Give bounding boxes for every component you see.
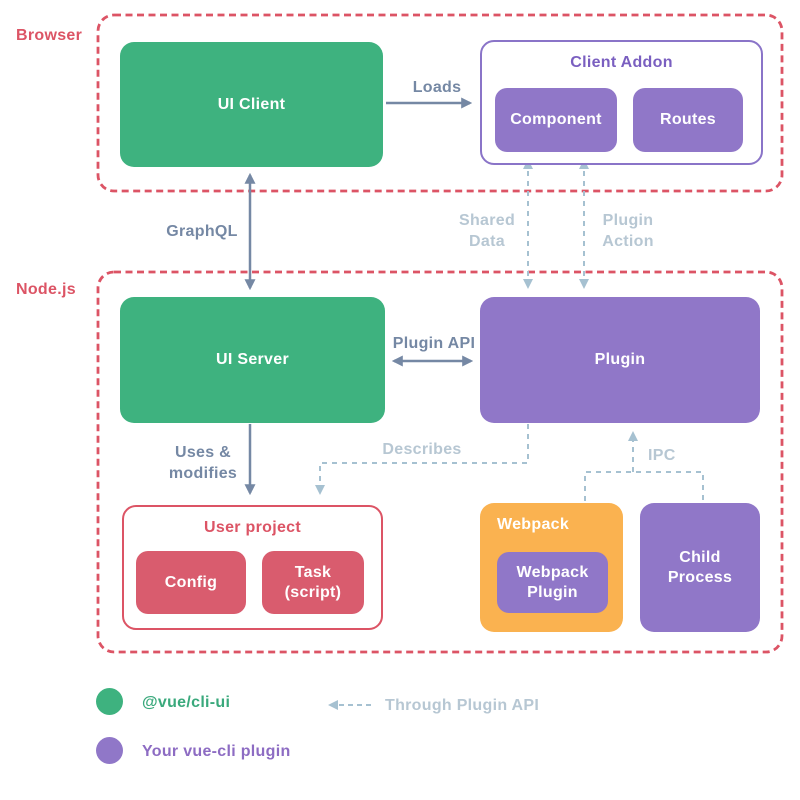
graphql-label: GraphQL xyxy=(166,223,238,240)
plugin-box: Plugin xyxy=(480,297,760,423)
config-box: Config xyxy=(136,551,246,614)
child-process-box: Child Process xyxy=(640,503,760,632)
user-project-title: User project xyxy=(204,519,301,536)
shared-data-label: Shared Data xyxy=(458,212,516,250)
task-script-box: Task (script) xyxy=(262,551,364,614)
legend-through-plugin-api-label: Through Plugin API xyxy=(385,697,540,714)
legend-cli-ui-label: @vue/cli-ui xyxy=(142,694,231,711)
uses-modifies-label: Uses & modifies xyxy=(168,444,238,482)
plugin-api-label: Plugin API xyxy=(392,335,476,352)
browser-section-label: Browser xyxy=(16,27,83,44)
ui-server-box: UI Server xyxy=(120,297,385,423)
loads-label: Loads xyxy=(412,79,462,96)
user-project-box: User project Config Task (script) xyxy=(122,505,383,630)
component-box: Component xyxy=(495,88,617,152)
plugin-action-label: Plugin Action xyxy=(602,212,654,250)
ipc-label: IPC xyxy=(648,447,676,464)
legend-green-swatch xyxy=(96,688,123,715)
ui-client-box: UI Client xyxy=(120,42,383,167)
client-addon-title: Client Addon xyxy=(570,54,673,71)
legend-purple-swatch xyxy=(96,737,123,764)
webpack-title: Webpack xyxy=(497,516,570,533)
describes-label: Describes xyxy=(382,441,462,458)
legend-your-plugin-label: Your vue-cli plugin xyxy=(142,743,291,760)
client-addon-box: Client Addon Component Routes xyxy=(480,40,763,165)
nodejs-section-label: Node.js xyxy=(16,281,76,298)
routes-box: Routes xyxy=(633,88,743,152)
webpack-plugin-box: Webpack Plugin xyxy=(497,552,608,613)
webpack-box: Webpack Webpack Plugin xyxy=(480,503,623,632)
